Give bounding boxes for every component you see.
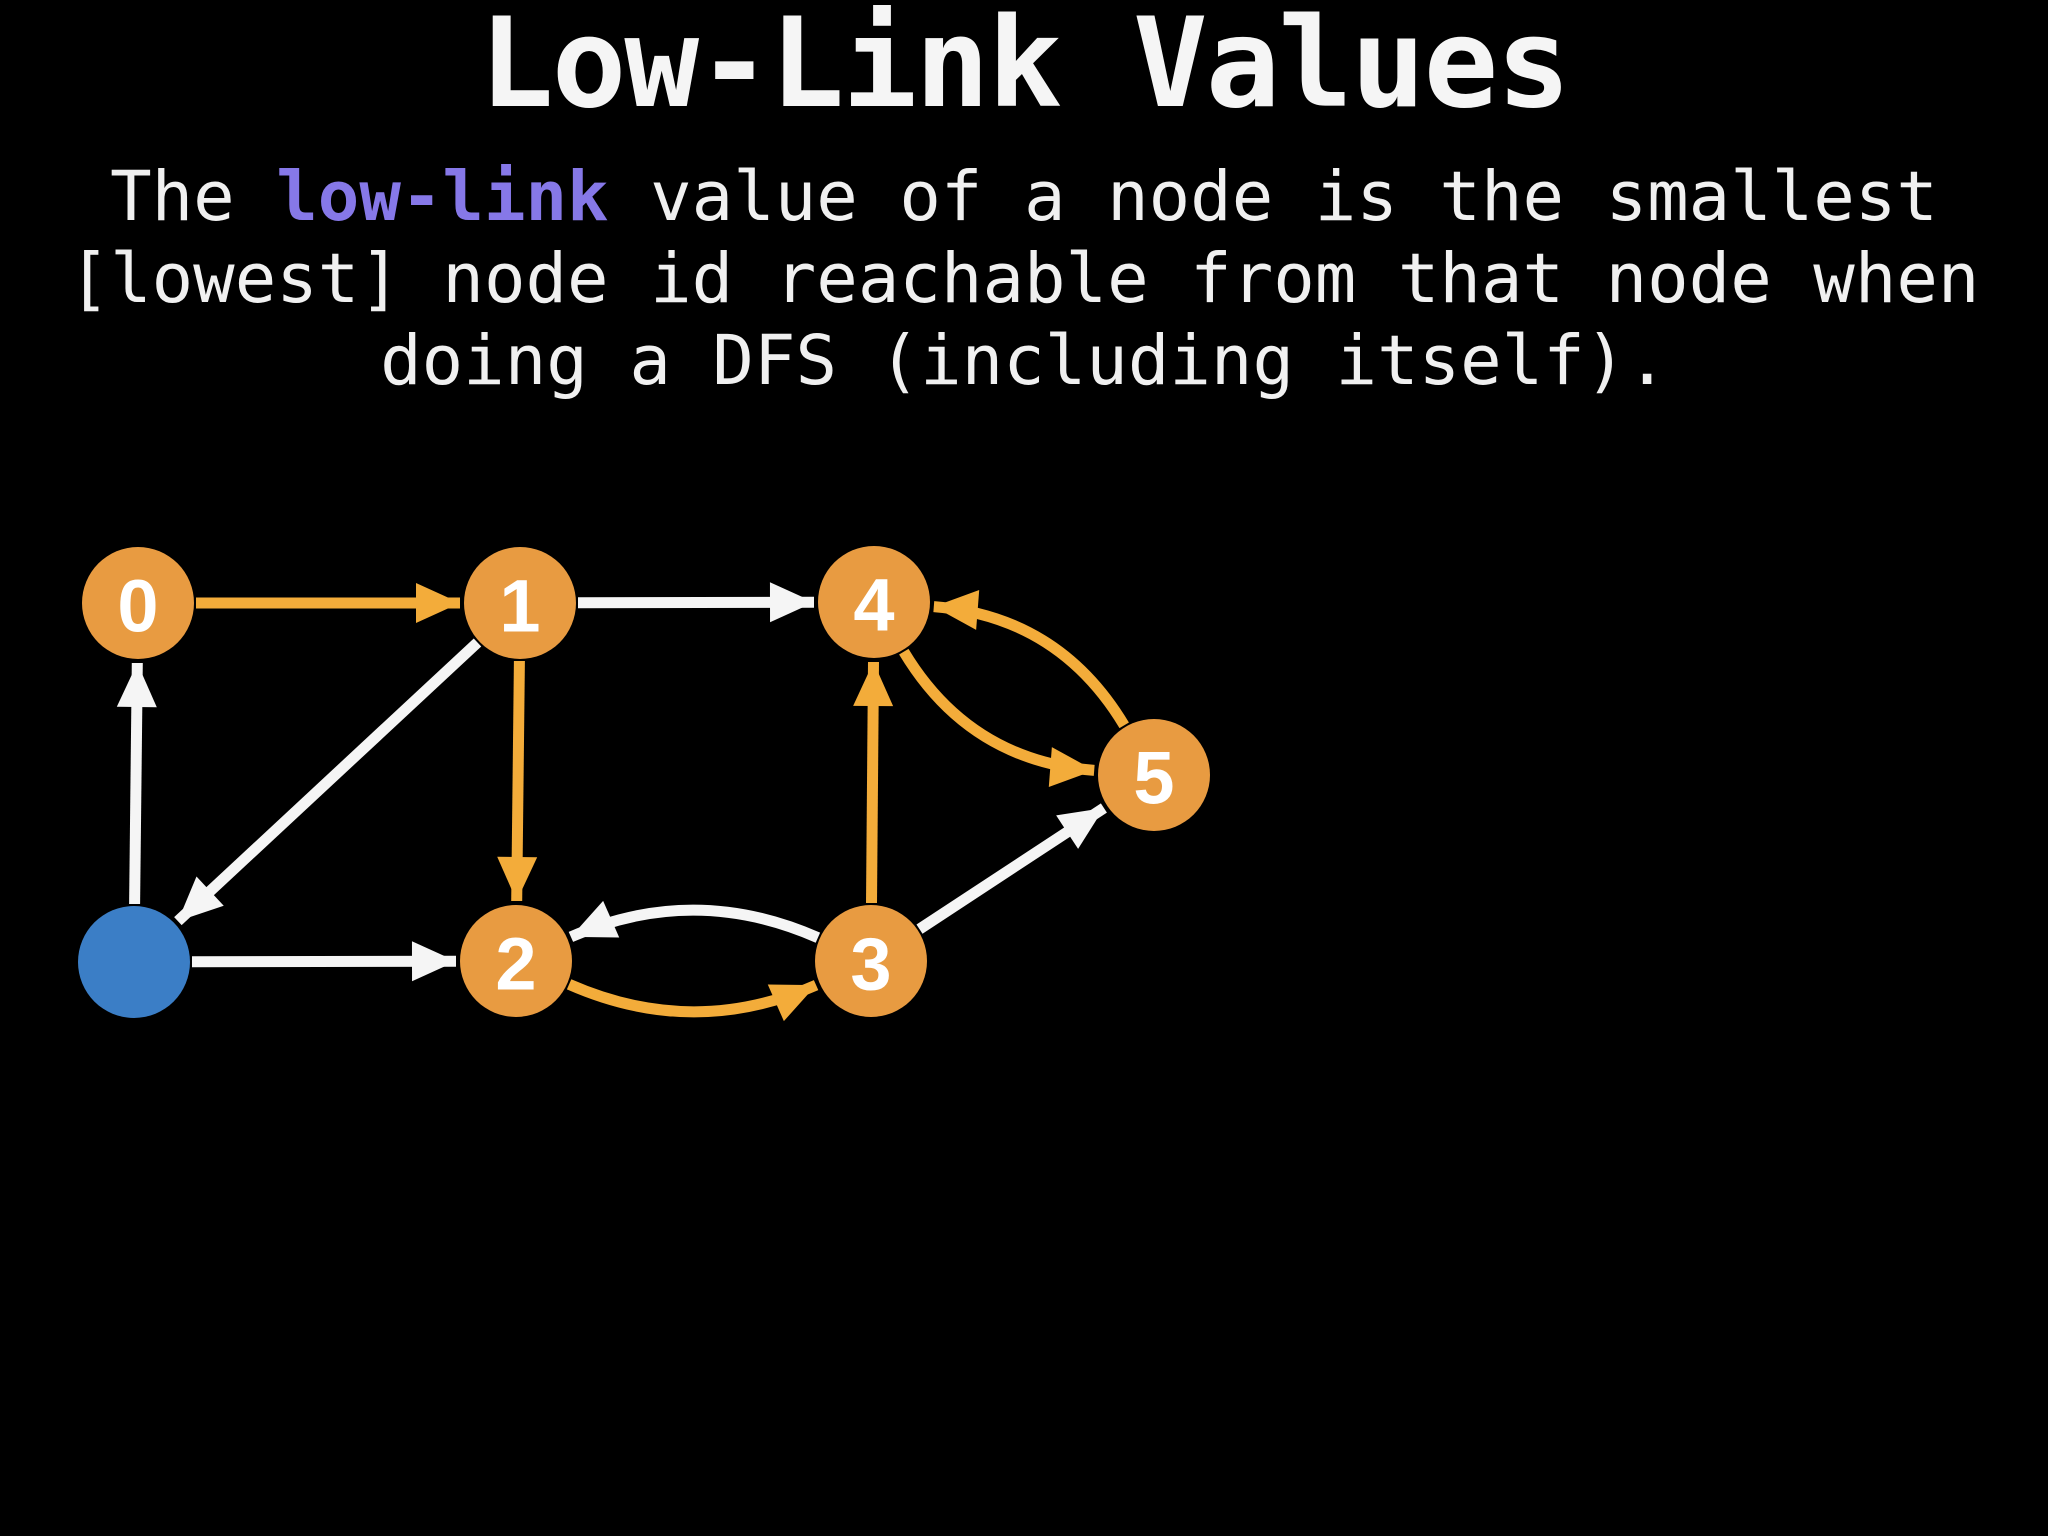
edge-4-5 bbox=[899, 648, 1095, 787]
node-label-1: 1 bbox=[499, 565, 540, 648]
edge-visited-2 bbox=[191, 941, 457, 982]
edge-visited-0 bbox=[116, 662, 157, 905]
edge-3-2 bbox=[568, 900, 821, 943]
edge-3-5 bbox=[916, 803, 1107, 934]
edge-2-3 bbox=[566, 979, 819, 1022]
subtitle-line-3: doing a DFS (including itself). bbox=[380, 321, 1668, 401]
node-label-4: 4 bbox=[853, 564, 894, 647]
edge-1-visited bbox=[174, 638, 482, 926]
node-label-0: 0 bbox=[117, 565, 158, 648]
node-circle-visited bbox=[78, 906, 190, 1018]
graph-node-5: 5 bbox=[1098, 719, 1210, 831]
subtitle-highlight: low-link bbox=[276, 157, 609, 237]
nodes-layer: 0 1 2 3 4 5 bbox=[78, 546, 1210, 1018]
node-circle-3 bbox=[815, 905, 927, 1017]
node-label-2: 2 bbox=[495, 923, 536, 1006]
edge-1-2 bbox=[497, 660, 538, 902]
edge-3-4 bbox=[853, 661, 894, 904]
node-circle-5 bbox=[1098, 719, 1210, 831]
subtitle-line-1: The low-link value of a node is the smal… bbox=[0, 156, 2048, 238]
subtitle-text: The bbox=[110, 157, 277, 237]
node-circle-2 bbox=[460, 905, 572, 1017]
edge-1-4 bbox=[577, 582, 815, 623]
graph-node-visited bbox=[78, 906, 190, 1018]
graph-node-4: 4 bbox=[818, 546, 930, 658]
graph-node-2: 2 bbox=[460, 905, 572, 1017]
node-circle-0 bbox=[82, 547, 194, 659]
edge-5-4 bbox=[933, 590, 1129, 729]
slide-title: Low-Link Values bbox=[479, 0, 1571, 136]
graph-node-3: 3 bbox=[815, 905, 927, 1017]
node-label-5: 5 bbox=[1133, 737, 1174, 820]
node-circle-4 bbox=[818, 546, 930, 658]
subtitle-line-2: [lowest] node id reachable from that nod… bbox=[68, 239, 1980, 319]
node-label-3: 3 bbox=[850, 923, 891, 1006]
subtitle-text: value of a node is the smallest bbox=[608, 157, 1938, 237]
edges-layer bbox=[116, 582, 1129, 1022]
graph-node-0: 0 bbox=[82, 547, 194, 659]
graph-node-1: 1 bbox=[464, 547, 576, 659]
slide-subtitle: The low-link value of a node is the smal… bbox=[0, 156, 2048, 402]
node-circle-1 bbox=[464, 547, 576, 659]
